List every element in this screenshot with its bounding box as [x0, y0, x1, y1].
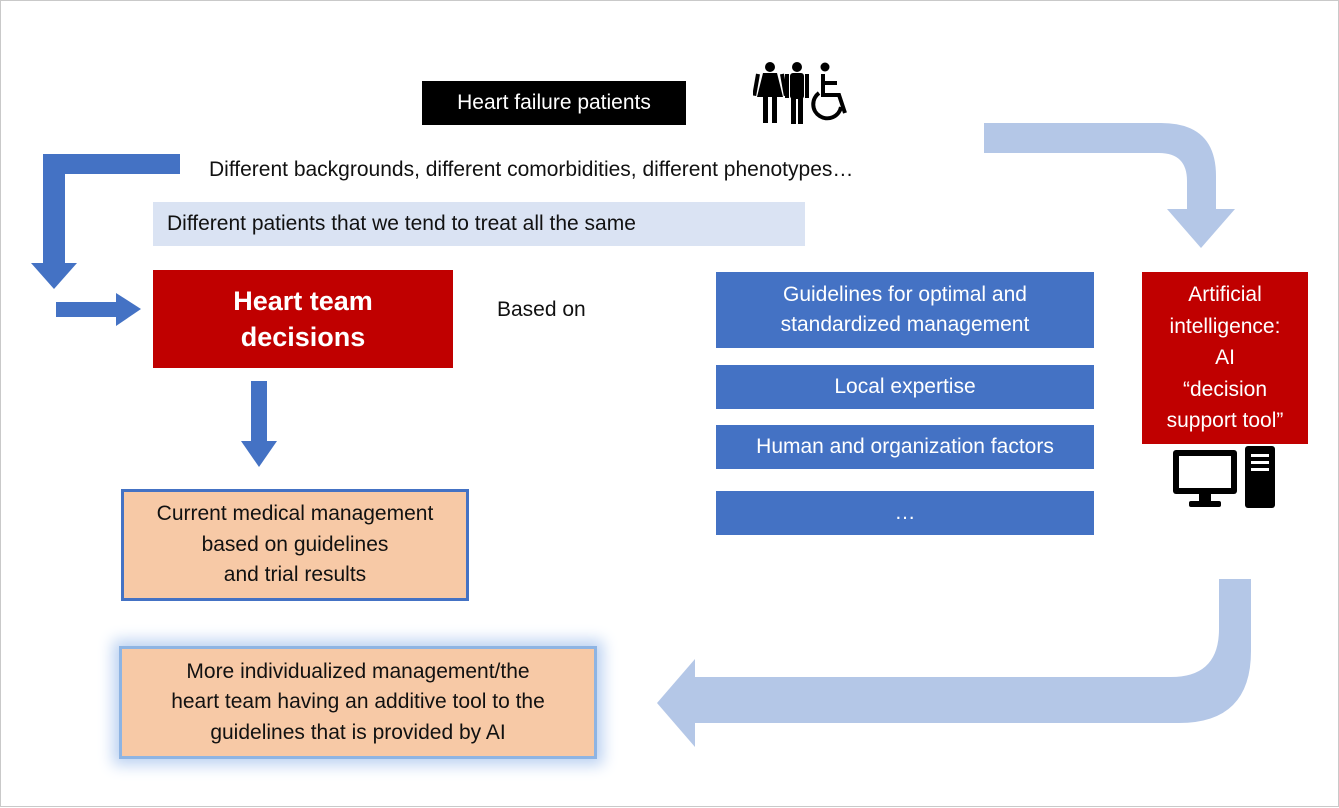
- same-treatment-banner: Different patients that we tend to treat…: [153, 202, 805, 246]
- factor-guidelines: Guidelines for optimal and standardized …: [716, 272, 1094, 348]
- people-icon: [752, 61, 863, 127]
- arrow-to-heart-team: [56, 293, 141, 326]
- current-management-box: Current medical management based on guid…: [121, 489, 469, 601]
- arrow-to-ai: [984, 123, 1235, 248]
- left-elbow-arrow: [31, 154, 180, 289]
- based-on-label: Based on: [497, 298, 586, 321]
- arrow-to-individualized: [657, 579, 1251, 747]
- wheelchair-icon: [811, 62, 847, 121]
- arrow-to-current-management: [241, 381, 277, 467]
- individualized-management-box: More individualized management/the heart…: [119, 646, 597, 759]
- patients-label: Heart failure patients: [422, 81, 686, 125]
- factor-local-expertise: Local expertise: [716, 365, 1094, 409]
- ai-decision-support-box: Artificial intelligence: AI “decision su…: [1142, 272, 1308, 444]
- computer-icon: [1171, 444, 1281, 510]
- heart-team-decisions-box: Heart team decisions: [153, 270, 453, 368]
- factor-human-organization: Human and organization factors: [716, 425, 1094, 469]
- factor-ellipsis: …: [716, 491, 1094, 535]
- differences-text: Different backgrounds, different comorbi…: [209, 158, 854, 181]
